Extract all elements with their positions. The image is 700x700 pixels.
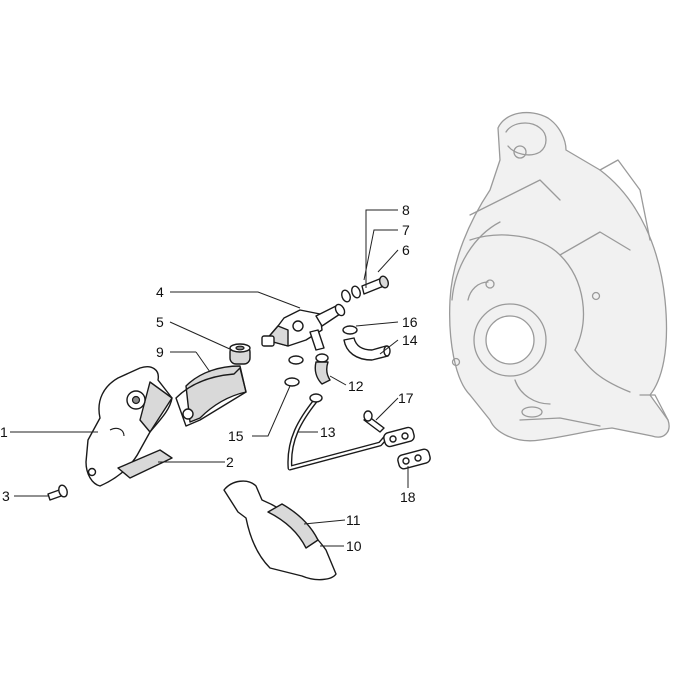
part-18-plates [383, 426, 431, 470]
part-6-bolt [361, 275, 389, 295]
callout-16: 16 [402, 314, 418, 330]
part-16-clip [342, 325, 358, 335]
leader-lines [10, 209, 409, 547]
callout-12: 12 [348, 378, 364, 394]
callout-11: 11 [346, 512, 361, 528]
part-1-cover [85, 366, 173, 487]
part-11-pad [267, 503, 319, 549]
callout-17: 17 [398, 390, 414, 406]
part-13-pipe [287, 393, 393, 471]
part-8-washer [341, 289, 351, 303]
engine-crankcase-outline [449, 111, 670, 442]
part-12-elbow [314, 353, 331, 385]
callout-labels: 1 2 3 4 5 6 7 8 9 10 11 12 13 14 15 16 1… [0, 202, 418, 554]
callout-7: 7 [402, 222, 410, 238]
part-7-washer [351, 285, 361, 299]
callout-4: 4 [156, 284, 164, 300]
callout-2: 2 [226, 454, 234, 470]
callout-14: 14 [402, 332, 418, 348]
callout-10: 10 [346, 538, 362, 554]
part-15-clip [284, 355, 304, 387]
part-3-screw [47, 484, 68, 501]
callout-15: 15 [228, 428, 244, 444]
callout-8: 8 [402, 202, 410, 218]
callout-6: 6 [402, 242, 410, 258]
part-9-rubber-block [175, 365, 247, 427]
part-14-elbow-hose [343, 337, 391, 361]
part-17-bolt [363, 410, 385, 433]
callout-13: 13 [320, 424, 336, 440]
callout-1: 1 [0, 424, 8, 440]
callout-5: 5 [156, 314, 164, 330]
callout-3: 3 [2, 488, 10, 504]
part-2-gasket [117, 449, 173, 479]
part-4-valve [261, 303, 346, 351]
part-10-lower-boot [223, 480, 337, 581]
callout-18: 18 [400, 489, 416, 505]
part-5-bushing [229, 343, 251, 365]
callout-9: 9 [156, 344, 164, 360]
